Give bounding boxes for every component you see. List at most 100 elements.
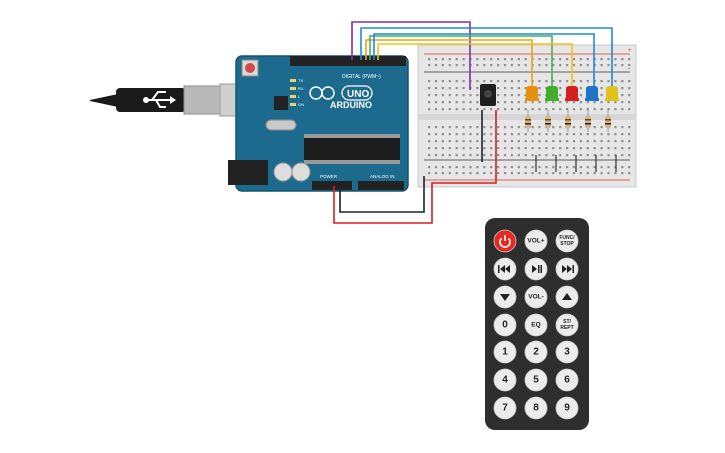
down-button[interactable] — [493, 285, 517, 309]
ground-jumpers — [535, 155, 617, 172]
breadboard-hole — [566, 64, 569, 67]
num-1-button[interactable]: 1 — [493, 340, 517, 364]
breadboard-hole — [503, 101, 507, 104]
breadboard-hole — [434, 126, 438, 129]
breadboard-hole — [545, 133, 548, 136]
breadboard-hole — [566, 154, 569, 157]
breadboard-hole — [469, 133, 472, 136]
breadboard-hole — [621, 87, 624, 90]
vol-up-button[interactable]: VOL+ — [524, 229, 548, 253]
num-5-button[interactable]: 5 — [524, 368, 548, 392]
led-red — [565, 86, 579, 101]
power-button[interactable] — [493, 229, 517, 253]
num-0-button[interactable]: 0 — [493, 313, 517, 337]
breadboard-hole — [628, 87, 631, 90]
next-button[interactable] — [555, 257, 579, 281]
breadboard-hole — [428, 108, 431, 111]
breadboard-hole — [593, 133, 596, 136]
num-4-label: 4 — [502, 375, 508, 386]
num-4-button[interactable]: 4 — [493, 368, 517, 392]
breadboard-hole — [559, 64, 562, 67]
breadboard-hole — [524, 101, 527, 104]
breadboard-hole — [469, 147, 472, 150]
arduino-logo-icon — [309, 86, 335, 100]
breadboard-hole — [524, 87, 527, 90]
breadboard-hole — [510, 140, 513, 143]
breadboard-hole — [566, 147, 569, 150]
breadboard-hole — [586, 154, 589, 157]
breadboard-hole — [628, 140, 631, 143]
breadboard-hole — [552, 108, 555, 111]
breadboard-hole — [579, 147, 582, 150]
breadboard-hole — [579, 133, 582, 136]
breadboard-hole — [545, 140, 548, 143]
num-2-button[interactable]: 2 — [524, 340, 548, 364]
breadboard-hole — [441, 172, 444, 175]
prev-button[interactable] — [493, 257, 517, 281]
breadboard-hole — [586, 58, 589, 61]
breadboard-hole — [476, 101, 479, 104]
board-led — [290, 103, 296, 106]
breadboard-hole — [434, 172, 438, 175]
breadboard-hole — [448, 58, 451, 61]
breadboard-hole — [441, 87, 444, 90]
eq-button[interactable]: EQ — [524, 313, 548, 337]
breadboard-hole — [600, 140, 603, 143]
breadboard-hole — [503, 58, 507, 61]
breadboard-hole — [600, 80, 603, 83]
breadboard-hole — [559, 154, 562, 157]
capacitor — [273, 162, 293, 182]
func-stop-button[interactable]: FUNC/STOP — [555, 229, 579, 253]
breadboard-hole — [607, 58, 610, 61]
breadboard-hole — [448, 64, 451, 67]
breadboard-hole — [517, 108, 520, 111]
breadboard-hole — [586, 140, 589, 143]
breadboard-hole — [490, 64, 493, 67]
breadboard-hole — [579, 166, 582, 169]
breadboard-hole — [455, 58, 458, 61]
st-rept-button[interactable]: ST/REPT — [555, 313, 579, 337]
st-rept-label: ST/ — [563, 319, 571, 325]
breadboard-hole — [517, 101, 520, 104]
play-pause-button[interactable] — [524, 257, 548, 281]
breadboard-hole — [428, 133, 431, 136]
breadboard-hole — [490, 126, 493, 129]
breadboard-hole — [572, 126, 576, 129]
breadboard-hole — [538, 94, 541, 97]
breadboard-hole — [517, 140, 520, 143]
breadboard-hole — [545, 101, 548, 104]
breadboard-hole — [434, 108, 438, 111]
breadboard-hole — [628, 108, 631, 111]
vol-down-button[interactable]: VOL- — [524, 285, 548, 309]
breadboard-hole — [441, 166, 444, 169]
breadboard-hole — [476, 166, 479, 169]
breadboard-hole — [586, 80, 589, 83]
num-7-button[interactable]: 7 — [493, 396, 517, 420]
breadboard-hole — [579, 80, 582, 83]
breadboard-hole — [579, 172, 582, 175]
num-6-button[interactable]: 6 — [555, 368, 579, 392]
breadboard-hole — [545, 80, 548, 83]
num-8-button[interactable]: 8 — [524, 396, 548, 420]
breadboard-hole — [497, 166, 500, 169]
wires — [333, 21, 613, 224]
breadboard-hole — [572, 80, 576, 83]
num-9-button[interactable]: 9 — [555, 396, 579, 420]
breadboard-hole — [593, 101, 596, 104]
num-3-button[interactable]: 3 — [555, 340, 579, 364]
breadboard-hole — [428, 166, 431, 169]
breadboard-hole — [621, 101, 624, 104]
breadboard-hole — [545, 166, 548, 169]
up-button[interactable] — [555, 285, 579, 309]
breadboard-hole — [503, 147, 507, 150]
reset-button[interactable] — [245, 63, 255, 73]
arrow-down-icon — [500, 294, 510, 301]
breadboard-hole — [531, 108, 534, 111]
breadboard-hole — [572, 108, 576, 111]
breadboard: + - — [417, 44, 637, 188]
breadboard-hole — [483, 166, 486, 169]
breadboard-hole — [428, 94, 431, 97]
breadboard-hole — [600, 133, 603, 136]
breadboard-hole — [538, 80, 541, 83]
